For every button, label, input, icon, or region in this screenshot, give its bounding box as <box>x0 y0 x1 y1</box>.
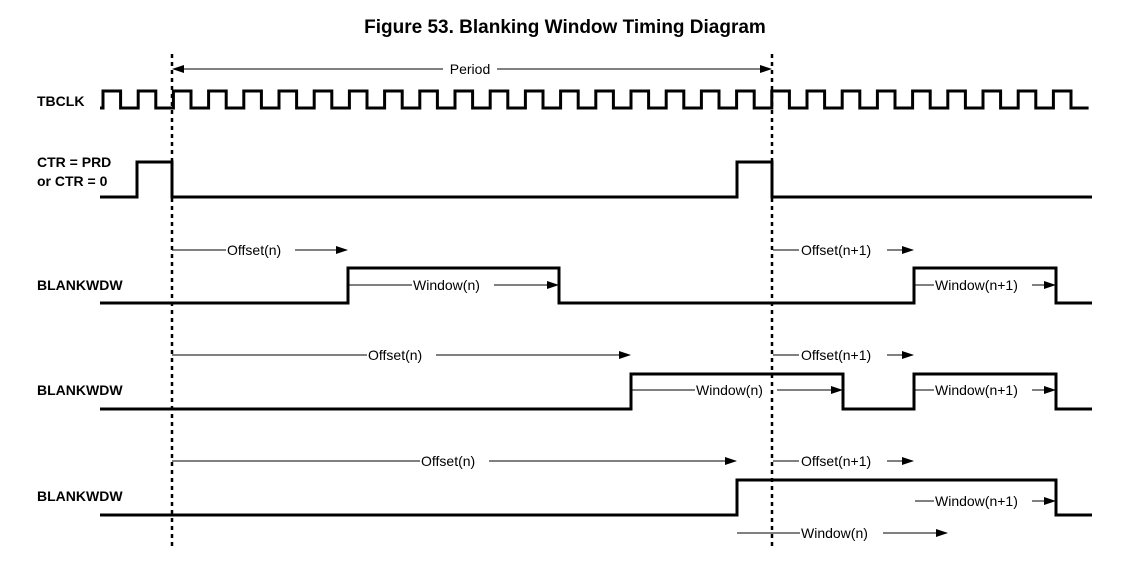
offset-n-label-2: Offset(n) <box>368 347 422 363</box>
blankwdw-label-3: BLANKWDW <box>37 488 123 504</box>
offset-n1-label-2: Offset(n+1) <box>801 347 871 363</box>
tbclk-label: TBCLK <box>37 93 84 109</box>
blankwdw-label-1: BLANKWDW <box>37 277 123 293</box>
blankwdw-label-2: BLANKWDW <box>37 382 123 398</box>
window-n1-label-1: Window(n+1) <box>935 277 1018 293</box>
blankwdw-waveform-3 <box>100 478 1092 517</box>
window-n1-label-2: Window(n+1) <box>935 382 1018 398</box>
window-n1-label-3: Window(n+1) <box>935 493 1018 509</box>
ctr-label-line1: CTR = PRD <box>37 154 111 170</box>
window-n-label-2: Window(n) <box>696 382 763 398</box>
offset-n1-label-1: Offset(n+1) <box>801 242 871 258</box>
tbclk-waveform <box>100 89 1089 110</box>
blankwdw-waveform-1 <box>100 266 1092 305</box>
window-n-label-3: Window(n) <box>801 525 868 541</box>
diagram-title: Figure 53. Blanking Window Timing Diagra… <box>364 17 766 38</box>
window-n-label-1: Window(n) <box>413 277 480 293</box>
ctr-waveform <box>100 160 1092 199</box>
offset-n-label-1: Offset(n) <box>227 242 281 258</box>
offset-n-label-3: Offset(n) <box>421 453 475 469</box>
ctr-label-line2: or CTR = 0 <box>37 173 108 189</box>
period-label: Period <box>450 61 490 77</box>
offset-n1-label-3: Offset(n+1) <box>801 453 871 469</box>
blankwdw-waveform-2 <box>100 372 1092 411</box>
